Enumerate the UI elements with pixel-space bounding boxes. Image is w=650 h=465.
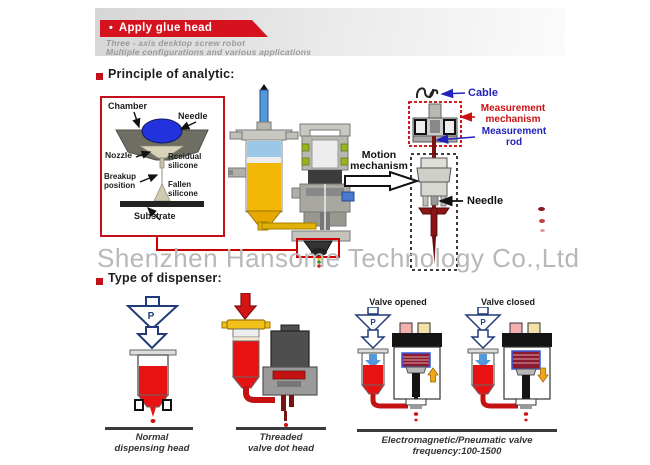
measurement-rod-label: Measurement rod [481,126,547,148]
glue-drop-mark [540,229,545,232]
pressure-arrow-icon [464,307,502,350]
principle-section-title: Principle of analytic: [108,67,235,81]
section-bullet-icon [96,278,103,285]
feed-tube [243,386,275,403]
inset-label-chamber: Chamber [108,101,148,111]
normal-dispensing-head-illustration: P [125,296,180,423]
valve-state-down-arrow-icon [537,367,549,383]
substrate-line [357,429,557,432]
glue-drop [524,418,528,422]
banner-title: Apply glue head [118,21,213,34]
dispense-valve-cross-section-illustration [228,84,355,268]
company-watermark: Shenzhen Hansome Technology Co.,Ltd [97,243,580,273]
valve-closed-label: Valve closed [480,297,536,307]
glue-drop-mark [539,219,545,223]
inset-label-needle: Needle [178,111,208,121]
section-bullet-icon [96,73,103,80]
pressure-symbol: P [148,311,155,322]
red-down-arrow-icon [233,293,258,320]
glue-drop [413,412,419,416]
syringe [221,319,271,389]
pressure-symbol: P [370,318,376,327]
valve-block [291,123,355,234]
syringe-body [228,129,299,226]
syringe [467,348,499,395]
valve-body [502,322,552,409]
cable-label: Cable [468,87,498,99]
glue-drop [414,418,418,422]
pressure-symbol: P [480,318,486,327]
valve-body [392,322,442,409]
valve-state-up-arrow-icon [427,367,439,383]
blue-flow-arrow-icon [365,354,381,368]
inset-label-breakup: Breakup position [104,172,137,191]
measurement-needle-assembly-illustration [408,87,462,271]
electromagnetic-valve-opened-illustration: P [354,307,442,422]
title-banner: • Apply glue head [100,20,268,37]
normal-head-caption: Normal dispensing head [114,432,190,454]
measurement-mechanism-label: Measurement mechanism [480,103,546,125]
substrate-bar [120,201,204,207]
pressure-arrow-icon [125,296,180,350]
substrate-line [236,427,326,430]
substrate-line [105,427,193,430]
dispenser-section-title: Type of dispenser: [108,271,222,285]
banner-bullet: • [109,22,113,34]
blue-flow-arrow-icon [475,354,491,368]
inset-label-substrate: Substrate [134,211,176,221]
threaded-valve-dot-head-illustration [221,293,318,427]
feed-tube [480,394,518,409]
needle-label: Needle [467,195,504,207]
syringe [357,348,389,395]
inset-label-fallen: Fallen silicone [168,180,198,199]
inset-label-residual: Rcsidual silicone [168,152,202,171]
subtitle-line1: Three - axis desktop screw robot [106,38,246,48]
subtitle-line2: Multiple configurations and various appl… [106,47,312,57]
syringe [129,349,177,423]
cable-wires [415,87,439,99]
motion-mechanism-label: Motion mechanism [350,149,408,172]
valve-motor [262,324,318,396]
needle-dotted-box [410,153,458,271]
piston-rod [256,84,272,131]
inset-pointer-arrows [132,111,197,221]
electromagnetic-valve-closed-illustration: P [464,307,552,422]
nozzle-detail-inset: Chamber Needle Nozzle Rcsidual silicone … [100,96,225,237]
inset-label-nozzle: Nozzle [105,150,132,160]
threaded-head-caption: Threaded valve dot head [248,432,314,454]
dot-needles [281,395,294,427]
electromagnetic-valve-caption: Electromagnetic/Pneumatic valve frequenc… [381,435,533,457]
nozzle-cross-section-illustration [115,111,209,221]
pressure-arrow-icon [354,307,392,350]
needle-holder [416,157,452,207]
glue-drop [523,412,529,416]
needle [418,207,450,264]
glue-drop-mark [538,207,545,211]
feed-tube [370,394,408,409]
valve-opened-label: Valve opened [369,297,427,307]
